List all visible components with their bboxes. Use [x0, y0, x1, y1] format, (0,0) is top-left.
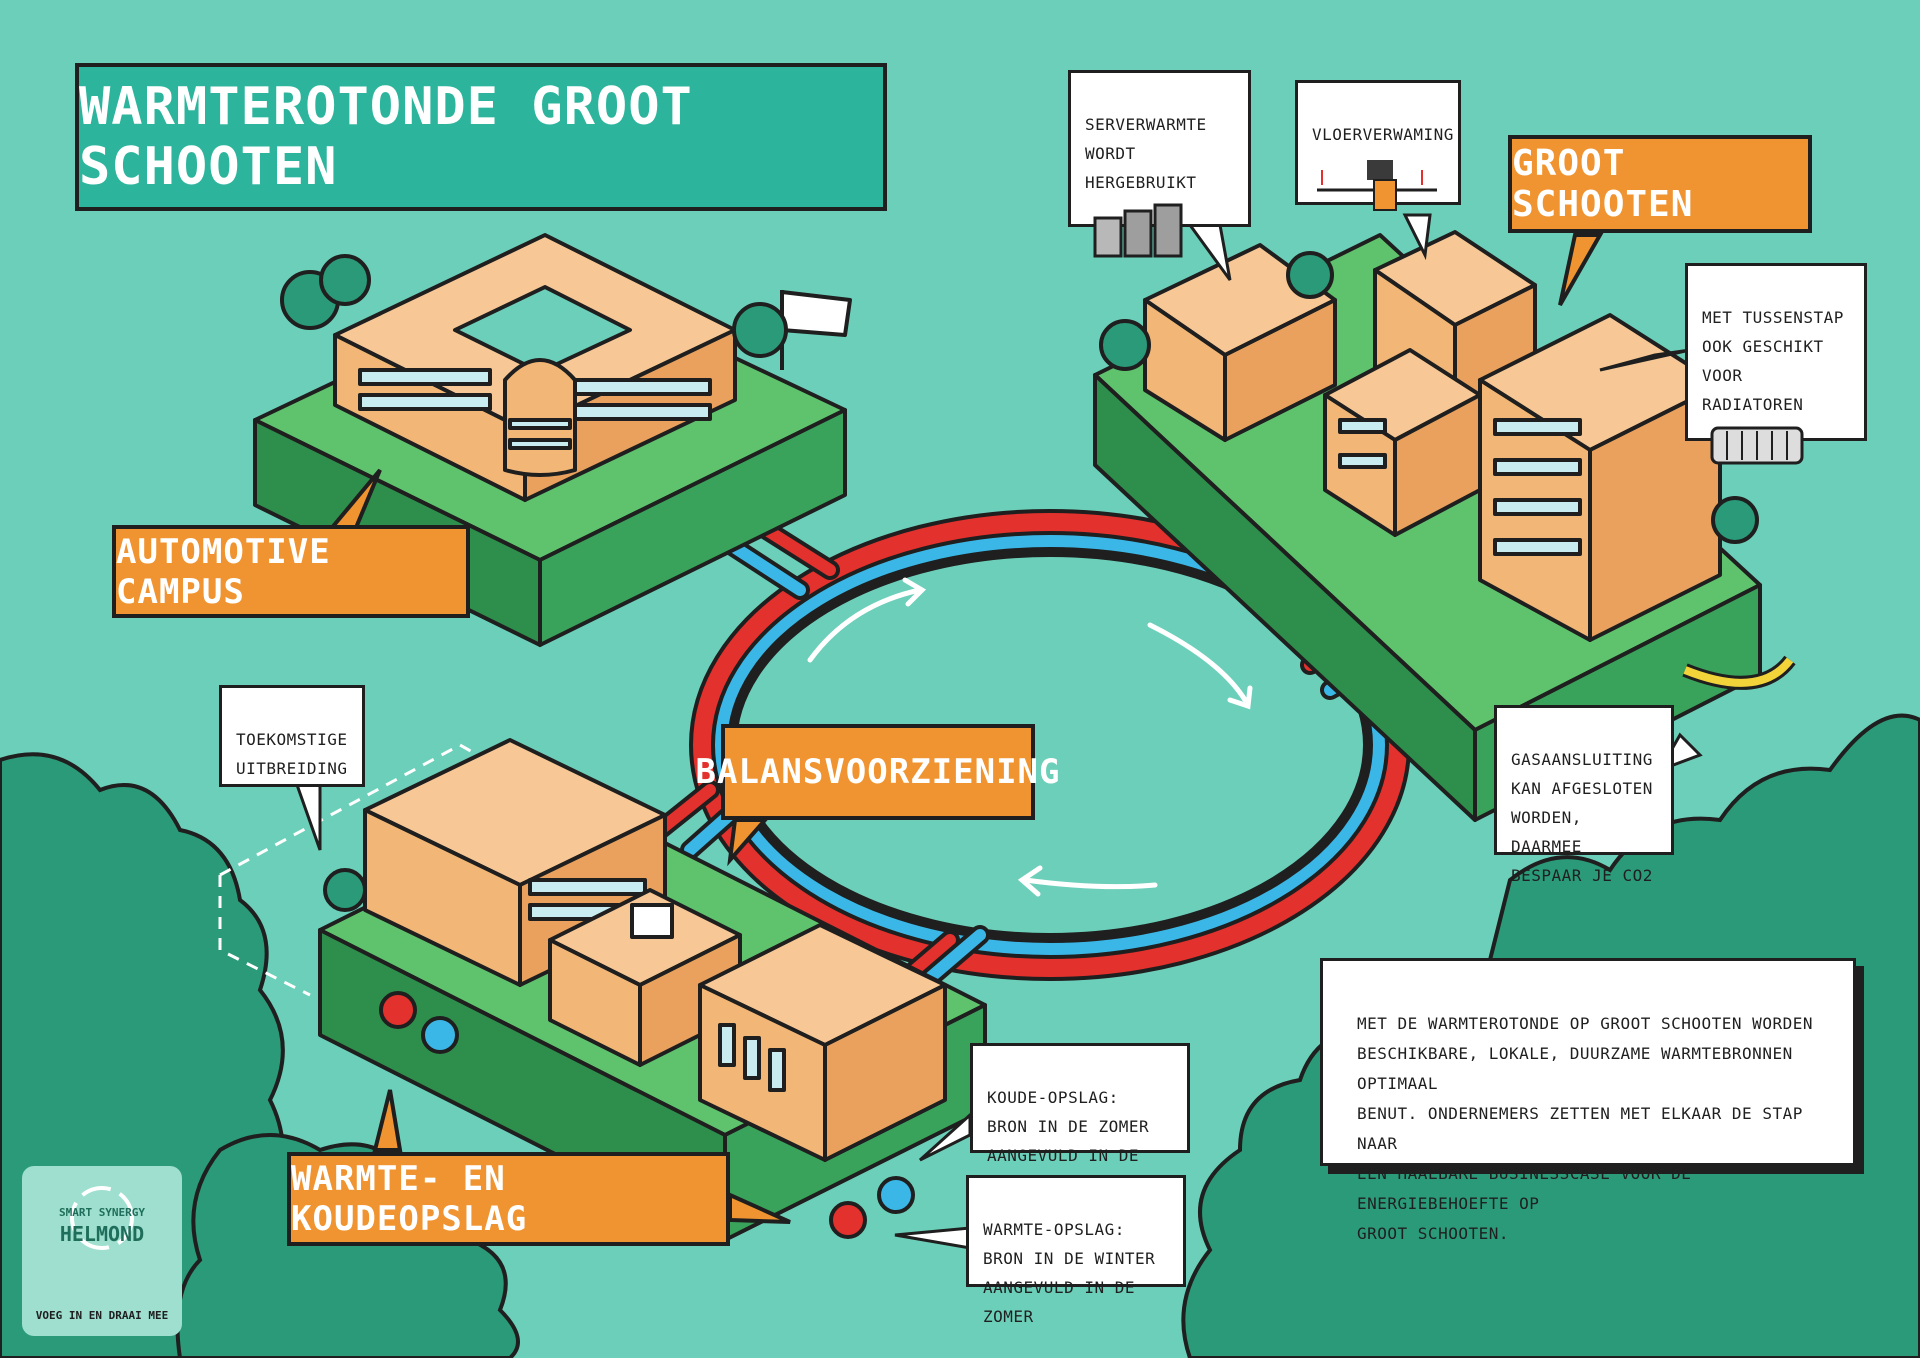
- gasaansluiting-callout: GASAANSLUITING KAN AFGESLOTEN WORDEN, DA…: [1494, 705, 1674, 885]
- page-title-text: WARMTEROTONDE GROOT SCHOOTEN: [79, 77, 693, 197]
- desk-icon: [1317, 160, 1437, 211]
- radiatoren-text: MET TUSSENSTAP OOK GESCHIKT VOOR RADIATO…: [1702, 308, 1844, 414]
- groot-schooten-label-text: GROOT SCHOOTEN: [1512, 143, 1694, 225]
- balansvoorziening-label-text: BALANSVOORZIENING: [695, 752, 1061, 792]
- warmte-opslag-text: WARMTE-OPSLAG: BRON IN DE WINTER AANGEVU…: [983, 1220, 1156, 1326]
- description-box: MET DE WARMTEROTONDE OP GROOT SCHOOTEN W…: [1320, 958, 1856, 1243]
- page-title: WARMTEROTONDE GROOT SCHOOTEN: [75, 63, 887, 211]
- serverwarmte-text: SERVERWARMTE WORDT HERGEBRUIKT: [1085, 115, 1207, 192]
- gasaansluiting-text: GASAANSLUITING KAN AFGESLOTEN WORDEN, DA…: [1511, 750, 1653, 885]
- logo-line2: HELMOND: [59, 1222, 145, 1246]
- vloerverwarming-callout: VLOERVERWAMING: [1295, 80, 1461, 211]
- uitbreiding-callout: TOEKOMSTIGE UITBREIDING: [219, 685, 365, 787]
- automotive-campus-label: AUTOMOTIVE CAMPUS: [112, 525, 470, 618]
- smart-synergy-logo: SMART SYNERGY HELMOND VOEG IN EN DRAAI M…: [22, 1166, 182, 1336]
- logo-line1: SMART SYNERGY: [58, 1206, 146, 1219]
- automotive-campus-label-text: AUTOMOTIVE CAMPUS: [116, 531, 331, 612]
- radiator-icon: [1710, 426, 1804, 465]
- automotive-campus-platform: [253, 233, 852, 647]
- groot-schooten-label: GROOT SCHOOTEN: [1508, 135, 1812, 233]
- uitbreiding-text: TOEKOMSTIGE UITBREIDING: [236, 730, 348, 778]
- logo-tagline: VOEG IN EN DRAAI MEE: [35, 1309, 169, 1322]
- opslag-label-text: WARMTE- EN KOUDEOPSLAG: [291, 1159, 528, 1239]
- koude-opslag-callout: KOUDE-OPSLAG: BRON IN DE ZOMER AANGEVULD…: [970, 1043, 1190, 1194]
- serverwarmte-callout: SERVERWARMTE WORDT HERGEBRUIKT: [1068, 70, 1251, 258]
- description-text: MET DE WARMTEROTONDE OP GROOT SCHOOTEN W…: [1357, 1014, 1813, 1243]
- balansvoorziening-label: BALANSVOORZIENING: [696, 724, 1060, 820]
- server-icon: [1093, 203, 1183, 258]
- warmte-opslag-callout: WARMTE-OPSLAG: BRON IN DE WINTER AANGEVU…: [966, 1175, 1186, 1326]
- koude-opslag-text: KOUDE-OPSLAG: BRON IN DE ZOMER AANGEVULD…: [987, 1088, 1150, 1194]
- opslag-label: WARMTE- EN KOUDEOPSLAG: [287, 1152, 730, 1246]
- radiatoren-callout: MET TUSSENSTAP OOK GESCHIKT VOOR RADIATO…: [1685, 263, 1867, 465]
- recycle-arrows-icon: [70, 1186, 134, 1250]
- vloerverwarming-text: VLOERVERWAMING: [1312, 125, 1454, 144]
